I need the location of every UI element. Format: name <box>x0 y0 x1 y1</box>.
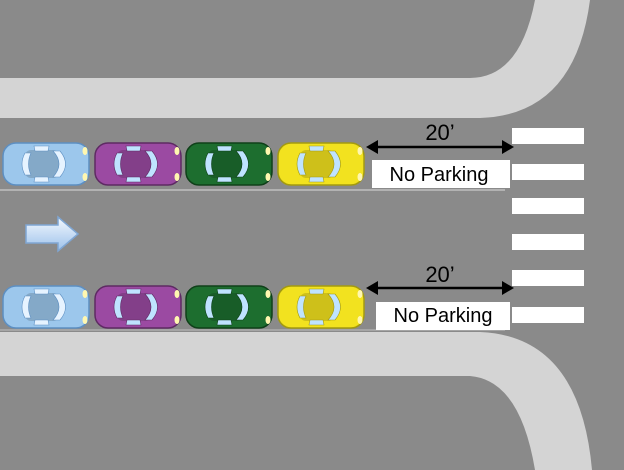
bottom-distance-label: 20’ <box>425 262 454 287</box>
top-arrowhead-left <box>366 140 378 154</box>
car-purple <box>94 285 182 329</box>
bottom-label-bg <box>376 302 510 330</box>
parked-cars-bottom-row <box>2 285 365 329</box>
top-distance-label: 20’ <box>425 120 454 145</box>
crosswalk <box>512 128 584 323</box>
car-dark-green <box>185 142 273 186</box>
crosswalk-stripe <box>512 234 584 250</box>
car-dark-green <box>185 285 273 329</box>
car-yellow <box>277 285 365 329</box>
crosswalk-stripe <box>512 270 584 286</box>
car-yellow <box>277 142 365 186</box>
car-purple <box>94 142 182 186</box>
crosswalk-stripe <box>512 307 584 323</box>
right-arrow-icon <box>25 215 80 253</box>
top-label-bg <box>372 160 510 188</box>
top-no-parking-label: No Parking <box>390 164 489 186</box>
crosswalk-stripe <box>512 164 584 180</box>
top-arrowhead-right <box>502 140 514 154</box>
bottom-sidewalk <box>0 332 592 470</box>
bottom-arrowhead-right <box>502 281 514 295</box>
crosswalk-stripe <box>512 128 584 144</box>
top-no-parking-zone: 20’ No Parking <box>366 120 514 188</box>
bottom-arrowhead-left <box>366 281 378 295</box>
parked-cars-top-row <box>2 142 365 186</box>
top-sidewalk <box>0 0 590 118</box>
bottom-no-parking-label: No Parking <box>394 305 493 327</box>
crosswalk-stripe <box>512 198 584 214</box>
car-light-blue <box>2 142 90 186</box>
car-light-blue <box>2 285 90 329</box>
bottom-no-parking-zone: 20’ No Parking <box>366 262 514 330</box>
